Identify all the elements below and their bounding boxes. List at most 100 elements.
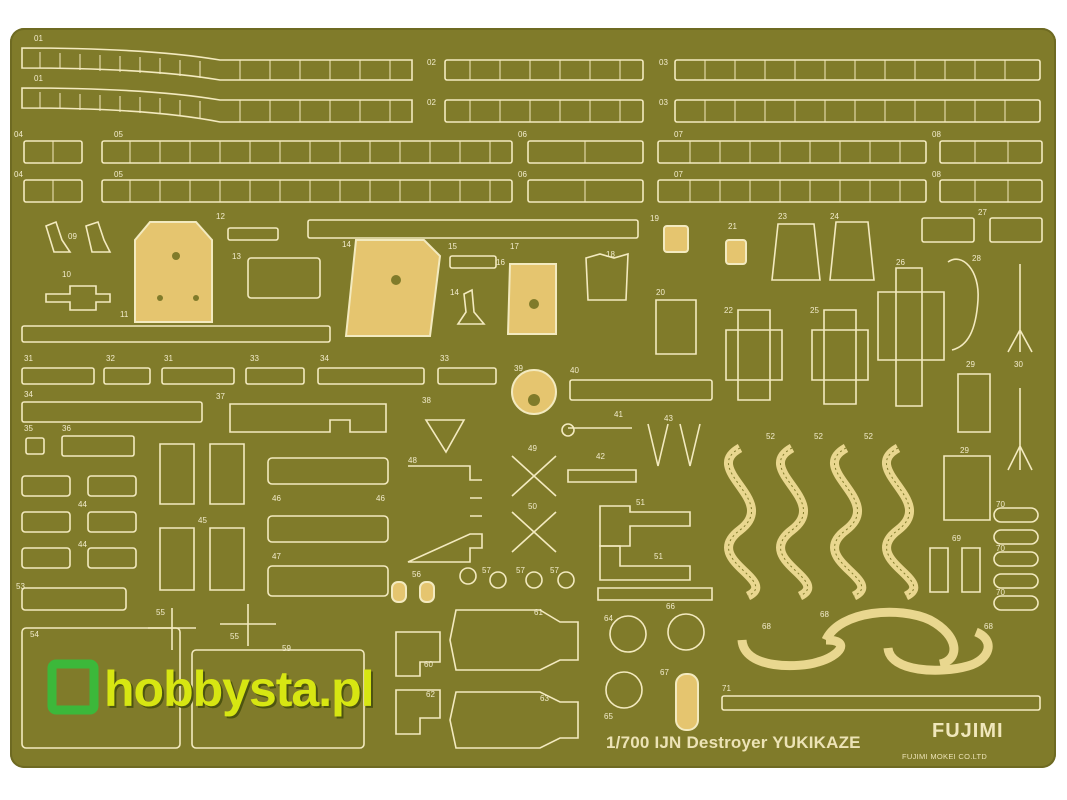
railing-08-a	[939, 140, 1043, 164]
label-62: 62	[426, 690, 435, 699]
long-strip-11	[21, 325, 331, 343]
label-51b: 51	[654, 552, 663, 561]
part-44-d	[87, 511, 137, 533]
label-32: 32	[106, 354, 115, 363]
part-63	[449, 691, 579, 749]
hobbysta-logo-icon	[47, 659, 99, 715]
part-43	[647, 423, 701, 467]
label-66: 66	[666, 602, 675, 611]
label-56: 56	[412, 570, 421, 579]
part-44-f	[87, 547, 137, 569]
part-35	[25, 437, 45, 455]
label-60: 60	[424, 660, 433, 669]
label-34b: 34	[24, 390, 33, 399]
label-04: 04	[14, 130, 23, 139]
railing-07-b	[657, 179, 927, 203]
part-25	[811, 309, 869, 405]
part-30-a	[1007, 264, 1033, 353]
label-69: 69	[952, 534, 961, 543]
label-23: 23	[778, 212, 787, 221]
part-20	[655, 299, 697, 355]
part-33-b	[437, 367, 497, 385]
label-50: 50	[528, 502, 537, 511]
part-47	[267, 565, 389, 597]
part-45-a	[159, 443, 195, 505]
label-52b: 52	[814, 432, 823, 441]
part-56-a-gold	[391, 581, 407, 603]
part-69-b	[961, 547, 981, 593]
railing-05-b	[101, 179, 513, 203]
part-13	[247, 257, 321, 299]
label-24: 24	[830, 212, 839, 221]
label-05b: 05	[114, 170, 123, 179]
label-53: 53	[16, 582, 25, 591]
label-41: 41	[614, 410, 623, 419]
part-09-a	[45, 220, 72, 253]
label-07b: 07	[674, 170, 683, 179]
part-26	[877, 267, 945, 407]
label-71: 71	[722, 684, 731, 693]
label-35: 35	[24, 424, 33, 433]
railing-08-b	[939, 179, 1043, 203]
part-10	[45, 285, 111, 311]
label-45: 45	[198, 516, 207, 525]
railing-03-a	[674, 59, 1041, 81]
label-57c: 57	[550, 566, 559, 575]
part-12	[227, 227, 279, 241]
label-22: 22	[724, 306, 733, 315]
part-24	[829, 221, 875, 281]
label-08b: 08	[932, 170, 941, 179]
part-70-d	[993, 573, 1039, 589]
label-54: 54	[30, 630, 39, 639]
part-70-b	[993, 529, 1039, 545]
railing-02-a	[444, 59, 644, 81]
label-18: 18	[606, 250, 615, 259]
label-27: 27	[978, 208, 987, 217]
label-70b: 70	[996, 544, 1005, 553]
label-08: 08	[932, 130, 941, 139]
label-09: 09	[68, 232, 77, 241]
ladder-52-a	[724, 444, 761, 601]
part-27-a	[921, 217, 975, 243]
label-70: 70	[996, 500, 1005, 509]
part-66	[667, 613, 705, 651]
label-01: 01	[34, 34, 43, 43]
label-31b: 31	[164, 354, 173, 363]
label-01b: 01	[34, 74, 43, 83]
label-33b: 33	[440, 354, 449, 363]
part-33-a	[245, 367, 305, 385]
label-37: 37	[216, 392, 225, 401]
part-18	[585, 252, 629, 301]
label-10: 10	[62, 270, 71, 279]
label-13: 13	[232, 252, 241, 261]
label-47: 47	[272, 552, 281, 561]
railing-01-a	[21, 47, 413, 81]
long-strip-top	[307, 219, 639, 239]
part-42	[567, 469, 637, 483]
label-49: 49	[528, 444, 537, 453]
label-52c: 52	[864, 432, 873, 441]
label-38: 38	[422, 396, 431, 405]
label-42: 42	[596, 452, 605, 461]
label-51: 51	[636, 498, 645, 507]
part-29-b	[943, 455, 991, 521]
part-45-c	[159, 527, 195, 591]
label-33: 33	[250, 354, 259, 363]
part-41	[561, 423, 632, 437]
ladder-68-center	[821, 607, 959, 669]
label-36: 36	[62, 424, 71, 433]
label-05: 05	[114, 130, 123, 139]
label-57: 57	[482, 566, 491, 575]
label-46: 46	[272, 494, 281, 503]
label-44b: 44	[78, 540, 87, 549]
part-13-b	[597, 587, 713, 601]
label-61: 61	[534, 608, 543, 617]
watermark-text: hobbysta.pl	[104, 661, 375, 717]
label-14b: 14	[450, 288, 459, 297]
part-59	[191, 649, 365, 749]
ladder-52-d	[882, 444, 919, 601]
label-25: 25	[810, 306, 819, 315]
label-12: 12	[216, 212, 225, 221]
part-44-c	[21, 511, 71, 533]
label-55: 55	[156, 608, 165, 617]
